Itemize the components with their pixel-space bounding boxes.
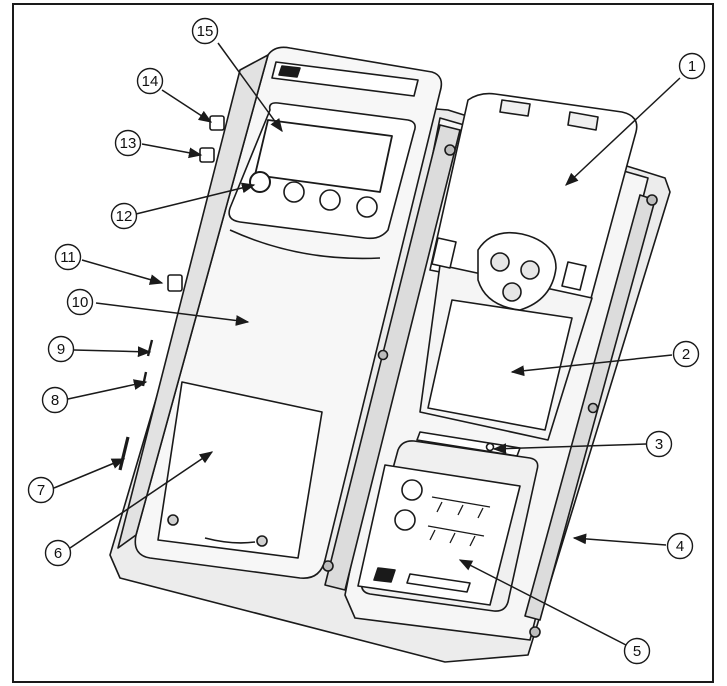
callout-12: 12 (110, 202, 138, 230)
screw-right-top (646, 194, 658, 206)
brand-logo (278, 65, 301, 78)
leader-12 (135, 182, 256, 215)
leader-14 (161, 89, 213, 123)
callout-8: 8 (41, 386, 69, 414)
callout-5: 5 (623, 637, 651, 665)
callout-14-label: 14 (142, 73, 159, 90)
panel-logo (373, 567, 396, 583)
leader-5 (458, 559, 627, 646)
indicator-led (485, 442, 495, 452)
leader-13 (141, 143, 203, 159)
clip-left (431, 237, 457, 269)
callout-6-label: 6 (54, 545, 62, 562)
side-slot-8 (141, 371, 148, 387)
callout-15: 15 (191, 17, 219, 45)
leader-11 (81, 259, 164, 285)
door-screw-right (256, 535, 268, 547)
callout-10-label: 10 (72, 294, 89, 311)
callout-1-label: 1 (688, 58, 696, 75)
panel-button-bottom (394, 509, 416, 531)
panel-legend-row-2 (427, 525, 485, 547)
leader-3 (492, 443, 647, 454)
callout-1: 1 (678, 52, 706, 80)
panel-legend-row-1 (431, 496, 491, 519)
button-1 (283, 181, 305, 203)
callout-8-label: 8 (51, 392, 59, 409)
left-side-edge (117, 54, 269, 549)
leader-lines (53, 42, 681, 646)
pump-hub-3 (502, 282, 522, 302)
callout-6: 6 (44, 539, 72, 567)
pump-head (477, 231, 557, 311)
callouts: 1 2 3 4 5 6 7 8 (27, 17, 706, 665)
callout-14: 14 (136, 67, 164, 95)
base-station (109, 46, 671, 663)
callout-7: 7 (27, 476, 55, 504)
door-screw-left (167, 514, 179, 526)
callout-13: 13 (114, 129, 142, 157)
callout-11: 11 (54, 243, 82, 271)
callout-10: 10 (66, 288, 94, 316)
clip-right (561, 261, 587, 291)
face-divider (229, 229, 381, 260)
leader-6 (69, 451, 214, 549)
cover-tab-left (499, 99, 531, 117)
leader-10 (95, 302, 250, 326)
port-11 (167, 274, 183, 292)
bottom-door (157, 381, 323, 559)
side-slot-7 (118, 436, 130, 471)
callout-9: 9 (47, 335, 75, 363)
leader-9 (73, 346, 152, 358)
callout-11-label: 11 (60, 249, 76, 266)
callout-3: 3 (645, 430, 673, 458)
callout-7-label: 7 (37, 482, 45, 499)
callout-4-label: 4 (676, 538, 684, 555)
button-3 (356, 196, 378, 218)
leader-2 (510, 354, 673, 377)
callout-2-label: 2 (682, 346, 690, 363)
callout-3-label: 3 (655, 436, 663, 453)
door-latch (204, 537, 256, 544)
callout-5-label: 5 (633, 643, 641, 660)
callout-9-label: 9 (57, 341, 65, 358)
screw-center-top (444, 144, 456, 156)
screw-center-mid (377, 349, 389, 361)
instrument-body (427, 299, 573, 431)
screw-right-mid (587, 402, 599, 414)
port-14 (209, 115, 225, 131)
leader-8 (67, 379, 148, 400)
callout-4: 4 (666, 532, 694, 560)
brand-strip (271, 61, 419, 97)
callout-12-label: 12 (116, 208, 133, 225)
leader-4 (572, 533, 667, 546)
panel-brand-text (406, 573, 471, 593)
power-button (249, 171, 271, 193)
screw-right-bottom (529, 626, 541, 638)
port-13 (199, 147, 215, 163)
callout-15-label: 15 (197, 23, 214, 40)
leader-15 (217, 42, 283, 133)
leader-7 (53, 458, 126, 489)
pump-hub-2 (520, 260, 540, 280)
callout-2: 2 (672, 340, 700, 368)
button-2 (319, 189, 341, 211)
side-slot-9 (146, 339, 154, 357)
lcd-display (254, 119, 393, 193)
callout-13-label: 13 (120, 135, 137, 152)
leader-1 (565, 77, 681, 186)
panel-button-top (401, 479, 423, 501)
center-rail (324, 124, 461, 591)
cover-tab-right (567, 111, 599, 131)
pump-hub-1 (490, 252, 510, 272)
